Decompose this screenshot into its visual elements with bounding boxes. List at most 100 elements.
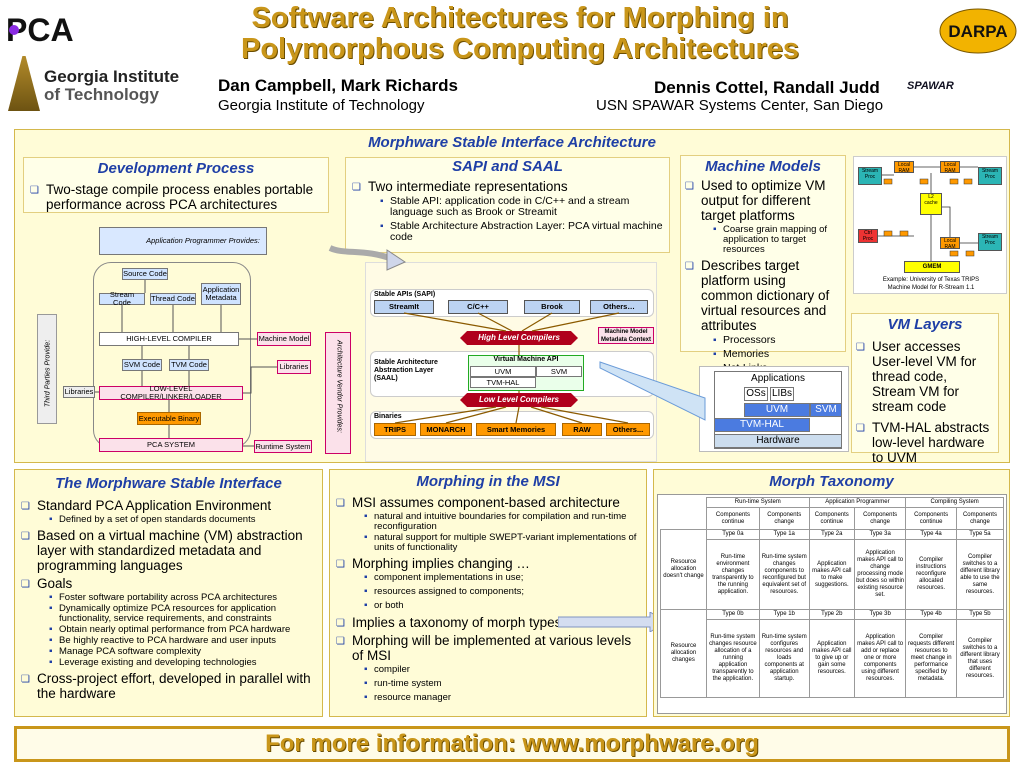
tvm-code-box: TVM Code [169, 359, 209, 371]
tax-type-5a: Type 5a [955, 529, 1005, 540]
tax-sub-4: Components continue [905, 507, 957, 530]
morph-item-2: Morphing implies changing … component im… [336, 556, 642, 611]
hlc-box: HIGH-LEVEL COMPILER [99, 332, 239, 346]
page-title: Software Architectures for Morphing in P… [170, 3, 870, 65]
bin-trips: TRIPS [374, 423, 416, 436]
mach-b1-text: Used to optimize VM output for different… [701, 178, 826, 223]
footer-link[interactable]: For more information: www.morphware.org [265, 730, 759, 757]
mach-bullet-1: Used to optimize VM output for different… [685, 178, 841, 255]
vml-bullet-2: TVM-HAL abstracts low-level hardware to … [856, 420, 994, 465]
tax-desc-2a: Application makes API call to make sugge… [808, 539, 856, 610]
third-party-box: Third Parties Provide: [37, 314, 57, 424]
svm-code-box: SVM Code [122, 359, 162, 371]
tax-type-0b: Type 0b [706, 609, 760, 620]
tax-group-app: Application Programmer [808, 497, 907, 508]
title-line2: Polymorphous Computing Architectures [240, 33, 800, 65]
morph-item-2-sub-2: resources assigned to components; [352, 587, 642, 598]
mm-local-ram-3: Local RAM [940, 237, 960, 250]
msi-goal-2: Dynamically optimize PCA resources for a… [37, 604, 318, 624]
tax-sub-row: Components continue Components change Co… [661, 507, 1005, 530]
sapi-saal-title: SAPI and SAAL [452, 158, 563, 175]
mm-local-ram-2: Local RAM [940, 161, 960, 174]
mach-sub-1: Coarse grain mapping of application to t… [701, 225, 841, 255]
tax-group-runtime: Run-time System [706, 497, 810, 508]
bin-monarch: MONARCH [420, 423, 472, 436]
tax-desc-1a: Run-time system changes components to re… [758, 539, 810, 610]
morph-item-4: Morphing will be implemented at various … [336, 633, 642, 703]
arch-vendor-box: Architecture Vendor Provides: [325, 332, 351, 454]
trips-machine-model-figure: Stream Proc Local RAM Local RAM Stream P… [853, 156, 1007, 294]
tax-desc-4b: Compiler requests different resources to… [905, 619, 957, 698]
dev-bullet: Two-stage compile process enables portab… [30, 182, 328, 212]
msi-goal-4: Be highly reactive to PCA hardware and u… [37, 636, 318, 647]
msi-item-1-sub-1: Defined by a set of open standards docum… [37, 515, 318, 526]
tax-desc-4a: Compiler instructions reconfigure alloca… [905, 539, 957, 610]
taxonomy-panel: Morph Taxonomy Run-time System Applicati… [653, 469, 1010, 717]
tax-group-row: Run-time System Application Programmer C… [661, 497, 1004, 508]
bin-raw: RAW [562, 423, 602, 436]
mm-stream-proc-2: Stream Proc [978, 167, 1002, 185]
tax-group-compiling: Compiling System [905, 497, 1004, 508]
dev-flow-arrows [95, 280, 277, 447]
morph-item-3: Implies a taxonomy of morph types [336, 615, 642, 631]
sapi-diagram: Stable APIs (SAPI) StreamIt C/C++ Brook … [365, 262, 657, 462]
morph-item-1-sub-1: natural and intuitive boundaries for com… [352, 512, 642, 532]
darpa-logo: DARPA [938, 6, 1018, 56]
mm-stream-proc-3: Stream Proc [978, 233, 1002, 251]
morph-item-1-sub-2: natural support for multiple SWEPT-varia… [352, 533, 642, 553]
mm-links [878, 166, 978, 261]
mm-stream-proc-1: Stream Proc [858, 167, 882, 185]
msi-item-1-text: Standard PCA Application Environment [37, 498, 272, 513]
tax-type-3b: Type 3b [853, 609, 907, 620]
svg-text:DARPA: DARPA [948, 22, 1007, 41]
mach-sub-processors: Processors [701, 335, 841, 347]
saal-label: Stable Architecture Abstraction Layer (S… [374, 359, 438, 382]
sapi-arrows [394, 312, 629, 424]
tax-type-1a: Type 1a [758, 529, 810, 540]
msi-architecture-title: Morphware Stable Interface Architecture [368, 134, 656, 151]
source-code-box: Source Code [122, 268, 168, 280]
machine-models-box: Machine Models Used to optimize VM outpu… [680, 155, 846, 374]
low-level-compilers: Low Level Compilers [460, 393, 578, 407]
tax-desc-0a: Run-time environment changes transparent… [706, 539, 760, 610]
msi-goal-3: Obtain nearly optimal performance from P… [37, 625, 318, 636]
authors-right: Dennis Cottel, Randall Judd [654, 78, 880, 97]
mm-ctrl-proc: Ctrl Proc [858, 229, 878, 243]
morph-item-4-text: Morphing will be implemented at various … [352, 633, 632, 663]
tax-row2-label: Resource allocation changes [660, 609, 707, 698]
app-metadata-box: Application Metadata [201, 283, 241, 305]
vml-bullet-1: User accesses User-level VM for thread c… [856, 339, 994, 414]
saal-svm: SVM [536, 366, 582, 377]
development-process-box: Development Process Two-stage compile pr… [23, 157, 329, 213]
mach-b2-text: Describes target platform using common d… [701, 258, 830, 333]
msi-goal-1: Foster software portability across PCA a… [37, 593, 318, 604]
stable-interface-panel: The Morphware Stable Interface Standard … [14, 469, 323, 717]
sapi-sub-1: Stable API: application code in C/C++ an… [368, 196, 665, 218]
thread-code-box: Thread Code [150, 293, 196, 305]
vm-api-label: Virtual Machine API [493, 356, 559, 363]
sapi-saal-box: SAPI and SAAL Two intermediate represent… [345, 157, 670, 253]
runtime-system-box: Runtime System [254, 440, 312, 453]
layer-hardware: Hardware [714, 434, 842, 448]
tax-sub-0: Components continue [706, 507, 760, 530]
tax-corner-2 [661, 508, 707, 530]
tax-type-4b: Type 4b [905, 609, 957, 620]
saal-tvm-hal: TVM-HAL [470, 377, 536, 388]
taxonomy-title: Morph Taxonomy [769, 473, 894, 490]
morphing-panel: Morphing in the MSI MSI assumes componen… [329, 469, 647, 717]
tax-type-3a: Type 3a [853, 529, 907, 540]
taxonomy-table: Run-time System Application Programmer C… [660, 497, 1005, 698]
machine-model-context: Machine Model Metadata Context [598, 327, 654, 344]
title-line1: Software Architectures for Morphing in [251, 2, 789, 34]
gt-logo: Georgia Institute of Technology [8, 56, 208, 111]
morph-item-2-sub-1: component implementations in use; [352, 573, 642, 584]
sapi-apis-label: Stable APIs (SAPI) [374, 291, 436, 298]
tax-desc-3b: Application makes API call to add or rep… [853, 619, 907, 698]
stream-code-box: Stream Code [99, 291, 145, 307]
machine-model-box: Machine Model [257, 332, 311, 346]
gt-logo-line2: of Technology [44, 85, 159, 104]
msi-item-2: Based on a virtual machine (VM) abstract… [21, 528, 318, 573]
third-party-libraries-box: Libraries [63, 386, 95, 398]
msi-item-4: Cross-project effort, developed in paral… [21, 671, 318, 701]
mach-sub-memories: Memories [701, 349, 841, 361]
